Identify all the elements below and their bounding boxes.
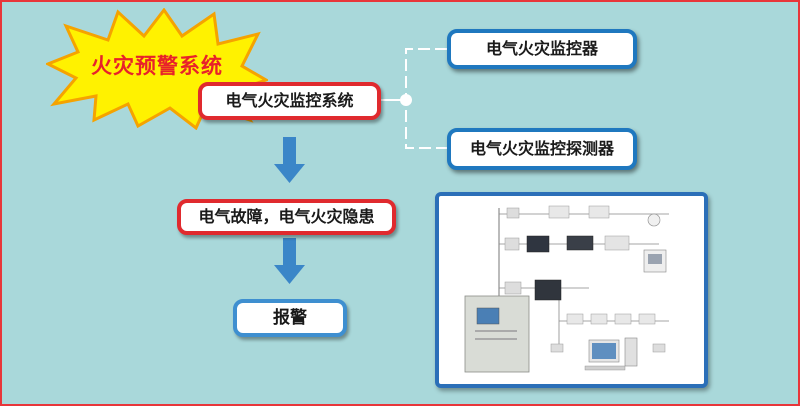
down-arrow-icon — [274, 137, 305, 183]
monitor-box: 电气火灾监控器 — [447, 29, 637, 69]
fault-box: 电气故障，电气火灾隐患 — [177, 199, 396, 235]
equipment-diagram-image — [435, 192, 708, 388]
bracket-connector-icon — [381, 48, 447, 149]
system-box: 电气火灾监控系统 — [198, 82, 381, 120]
equipment-diagram-graphic — [464, 205, 669, 373]
detector-box: 电气火灾监控探测器 — [447, 128, 637, 170]
alarm-box: 报警 — [233, 299, 347, 337]
burst-title: 火灾预警系统 — [91, 54, 223, 78]
down-arrow-icon — [274, 238, 305, 284]
